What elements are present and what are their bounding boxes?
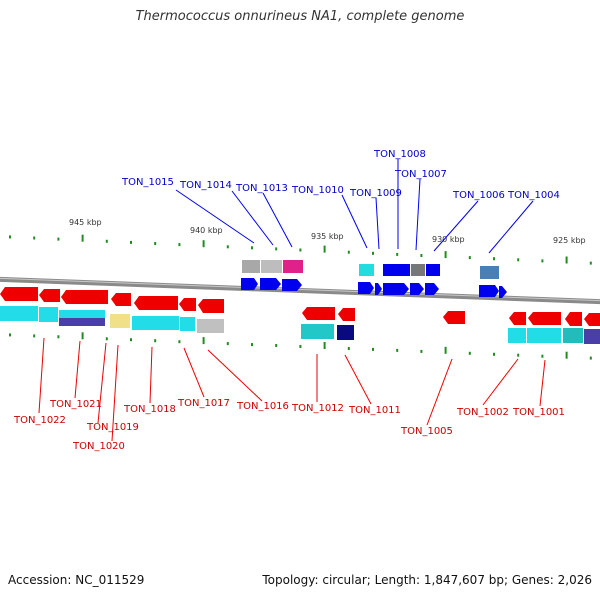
genome-backbone	[0, 276, 600, 305]
gene-label[interactable]: TON_1012	[291, 403, 344, 414]
topology-text: Topology: circular; Length: 1,847,607 bp…	[262, 573, 592, 587]
gene-label[interactable]: TON_1019	[86, 422, 139, 433]
gene-tile[interactable]	[584, 329, 600, 344]
gene-label[interactable]: TON_1001	[512, 407, 565, 418]
gene-label[interactable]: TON_1020	[72, 441, 125, 452]
top-leader-lines	[175, 159, 534, 254]
scale-label-935: 935 kbp	[311, 232, 344, 241]
forward-tiles	[242, 260, 499, 279]
scale-label-945: 945 kbp	[69, 218, 102, 227]
bottom-leader-lines	[38, 337, 546, 442]
gene-label[interactable]: TON_1017	[177, 398, 230, 409]
gene-label[interactable]: TON_1004	[507, 190, 560, 201]
gene-arrow[interactable]	[509, 312, 526, 325]
gene-label[interactable]: TON_1016	[236, 401, 289, 412]
gene-arrow[interactable]	[383, 283, 409, 295]
gene-arrow[interactable]	[358, 282, 374, 294]
gene-arrow[interactable]	[302, 307, 335, 320]
gene-arrow[interactable]	[410, 283, 424, 295]
forward-genes	[241, 278, 507, 298]
gene-label[interactable]: TON_1002	[456, 407, 509, 418]
gene-label[interactable]: TON_1015	[121, 177, 174, 188]
gene-arrow[interactable]	[61, 290, 108, 304]
gene-tile[interactable]	[59, 310, 105, 318]
gene-tile[interactable]	[359, 264, 374, 276]
scale-ticks-top	[9, 234, 592, 265]
gene-label[interactable]: TON_1007	[394, 169, 447, 180]
gene-tile[interactable]	[0, 306, 38, 321]
scale-label-940: 940 kbp	[190, 226, 223, 235]
gene-label[interactable]: TON_1014	[179, 180, 232, 191]
gene-arrow[interactable]	[375, 283, 382, 295]
gene-arrow[interactable]	[425, 283, 439, 295]
gene-arrow[interactable]	[241, 278, 258, 290]
gene-tile[interactable]	[337, 325, 354, 340]
gene-tile[interactable]	[480, 266, 499, 279]
gene-tile[interactable]	[527, 328, 561, 343]
gene-arrow[interactable]	[443, 311, 465, 324]
gene-tile[interactable]	[132, 316, 179, 330]
gene-arrow[interactable]	[584, 313, 600, 326]
gene-arrow[interactable]	[565, 312, 582, 326]
bottom-gene-labels: TON_1022 TON_1021 TON_1019 TON_1020 TON_…	[13, 398, 565, 452]
gene-tile[interactable]	[180, 317, 195, 331]
gene-arrow[interactable]	[111, 293, 131, 306]
gene-label[interactable]: TON_1010	[291, 185, 344, 196]
gene-label[interactable]: TON_1022	[13, 415, 66, 426]
gene-arrow[interactable]	[338, 308, 355, 321]
gene-label[interactable]: TON_1018	[123, 404, 176, 415]
scale-ticks-bottom	[9, 332, 592, 360]
scale-label-930: 930 kbp	[432, 235, 465, 244]
gene-label[interactable]: TON_1013	[235, 183, 288, 194]
gene-arrow[interactable]	[39, 289, 60, 302]
gene-label[interactable]: TON_1008	[373, 149, 426, 160]
gene-arrow[interactable]	[479, 285, 499, 297]
map-title: Thermococcus onnurineus NA1, complete ge…	[135, 9, 465, 24]
gene-arrow[interactable]	[499, 286, 507, 298]
gene-tile[interactable]	[383, 264, 410, 276]
gene-tile[interactable]	[197, 319, 224, 333]
gene-arrow[interactable]	[0, 287, 38, 301]
gene-tile[interactable]	[59, 318, 105, 326]
accession-text: Accession: NC_011529	[8, 573, 145, 587]
gene-arrow[interactable]	[134, 296, 178, 310]
scale-label-925: 925 kbp	[553, 236, 586, 245]
gene-arrow[interactable]	[198, 299, 224, 313]
gene-tile[interactable]	[301, 324, 334, 339]
gene-label[interactable]: TON_1011	[348, 405, 401, 416]
gene-label[interactable]: TON_1009	[349, 188, 402, 199]
top-gene-labels: TON_1015 TON_1014 TON_1013 TON_1010 TON_…	[121, 149, 560, 201]
gene-tile[interactable]	[426, 264, 440, 276]
gene-tile[interactable]	[508, 328, 526, 343]
genome-backbone-highlight	[0, 277, 600, 302]
gene-tile[interactable]	[110, 314, 130, 328]
reverse-tiles	[0, 306, 600, 344]
gene-tile[interactable]	[563, 328, 583, 343]
gene-tile[interactable]	[283, 260, 303, 273]
gene-tile[interactable]	[411, 264, 425, 276]
reverse-genes	[0, 287, 600, 326]
gene-tile[interactable]	[261, 260, 282, 273]
gene-arrow[interactable]	[528, 312, 561, 325]
gene-label[interactable]: TON_1021	[49, 399, 102, 410]
gene-arrow[interactable]	[179, 298, 196, 311]
gene-tile[interactable]	[39, 307, 58, 322]
gene-label[interactable]: TON_1006	[452, 190, 505, 201]
gene-arrow[interactable]	[282, 279, 302, 291]
gene-arrow[interactable]	[260, 278, 281, 290]
gene-label[interactable]: TON_1005	[400, 426, 453, 437]
gene-tile[interactable]	[242, 260, 260, 273]
